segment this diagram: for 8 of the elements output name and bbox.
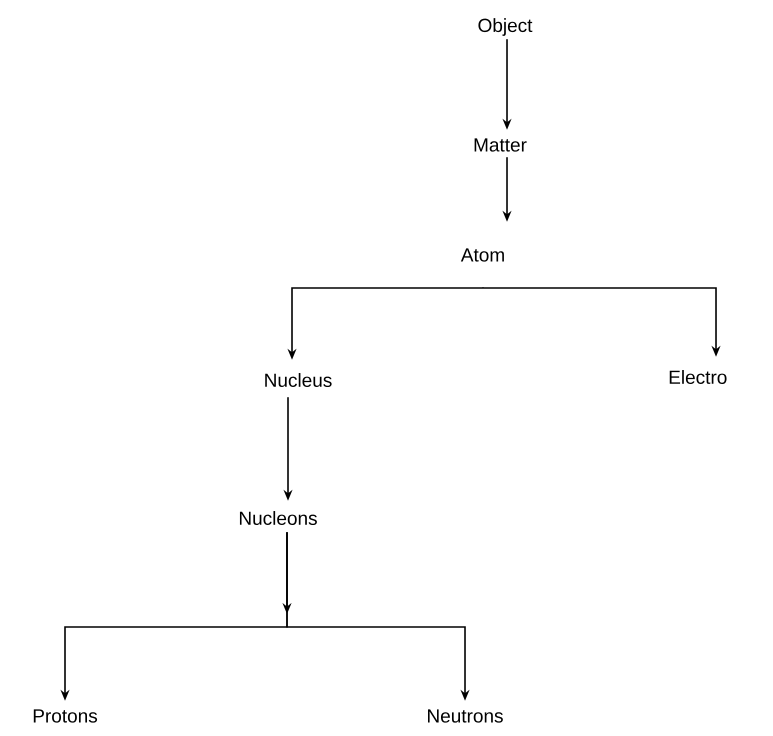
node-label: Atom <box>460 248 504 262</box>
node-label: Nucleons <box>240 511 317 525</box>
node-label: Neutrons <box>428 709 503 723</box>
node-label: Protons <box>34 709 98 723</box>
node-label: Nucleus <box>265 373 332 387</box>
node-label: Matter <box>474 138 527 152</box>
node-label: Electro <box>670 370 727 384</box>
node-label: Object <box>478 18 532 36</box>
